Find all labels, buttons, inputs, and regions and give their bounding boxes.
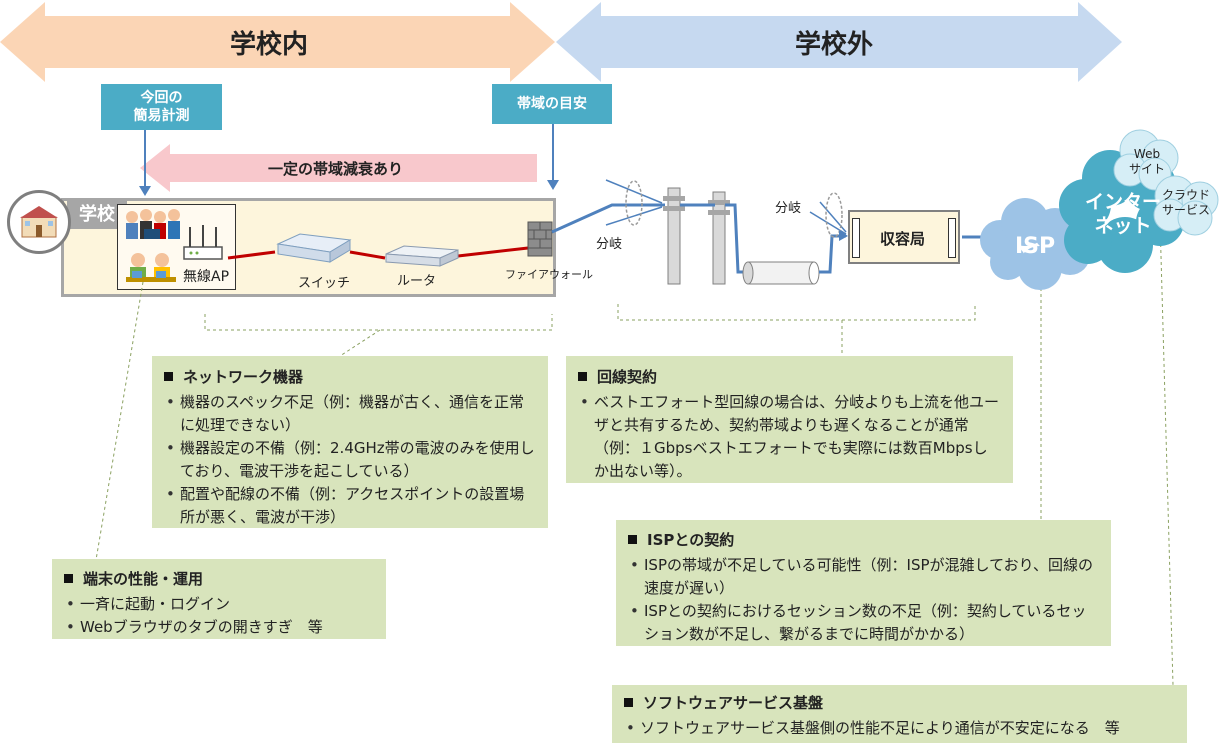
line-contract-box: 回線契約 ベストエフォート型回線の場合は、分岐よりも上流を他ユーザと共有するため… xyxy=(566,356,1013,483)
box-title: 回線契約 xyxy=(597,368,658,386)
box-title: ソフトウェアサービス基盤 xyxy=(643,694,824,712)
users-illustration xyxy=(117,204,236,290)
station-box: 収容局 xyxy=(848,210,960,264)
school-building-icon xyxy=(7,190,71,254)
bullet-square-icon xyxy=(64,574,73,583)
zone-arrows xyxy=(0,2,1122,82)
underground-cable-icon xyxy=(742,261,820,285)
list-item: ベストエフォート型回線の場合は、分岐よりも上流を他ユーザと共有するため、契約帯域… xyxy=(580,391,1001,483)
box-title: ISPとの契約 xyxy=(647,531,735,549)
bullet-square-icon xyxy=(628,535,637,544)
router-label: ルータ xyxy=(397,274,437,289)
firewall-icon xyxy=(527,221,553,257)
software-box: ソフトウェアサービス基盤 ソフトウェアサービス基盤側の性能不足により通信が不安定… xyxy=(612,685,1187,743)
bullet-square-icon xyxy=(578,372,587,381)
attenuation-arrow xyxy=(140,144,537,192)
people-icon xyxy=(126,209,180,282)
firewall-label: ファイアウォール xyxy=(505,268,593,281)
router-icon xyxy=(385,245,459,267)
attenuation-label: 一定の帯域減衰あり xyxy=(268,160,404,178)
list-item: 配置や配線の不備（例：アクセスポイントの設置場所が悪く、電波が干渉） xyxy=(166,483,536,529)
branch-label-right: 分岐 xyxy=(775,201,802,216)
outside-zone-arrow xyxy=(556,2,1122,82)
isp-contract-box: ISPとの契約 ISPの帯域が不足している可能性（例：ISPが混雑しており、回線… xyxy=(616,520,1111,646)
list-item: Webブラウザのタブの開きすぎ 等 xyxy=(66,616,374,639)
utility-pole-icon xyxy=(663,187,730,285)
list-item: 機器のスペック不足（例：機器が古く、通信を正常に処理できない） xyxy=(166,391,536,437)
switch-label: スイッチ xyxy=(298,276,351,291)
cloud-service-label: クラウド サービス xyxy=(1161,188,1210,217)
switch-icon xyxy=(276,233,352,263)
list-item: ISPの帯域が不足している可能性（例：ISPが混雑しており、回線の速度が遅い） xyxy=(630,554,1099,600)
wireless-ap-label: 無線AP xyxy=(183,269,230,285)
cloud-service-cloud-icon xyxy=(1153,175,1219,236)
box-title: ネットワーク機器 xyxy=(183,368,304,386)
web-site-label: Web サイト xyxy=(1128,147,1165,176)
list-item: 一斉に起動・ログイン xyxy=(66,593,374,616)
list-item: ソフトウェアサービス基盤側の性能不足により通信が不安定になる 等 xyxy=(626,717,1175,740)
terminal-box: 端末の性能・運用 一斉に起動・ログイン Webブラウザのタブの開きすぎ 等 xyxy=(52,559,386,639)
isp-label: ISP xyxy=(1015,234,1056,259)
wireless-ap-icon xyxy=(183,225,223,260)
internet-label: インター ネット xyxy=(1084,191,1161,237)
inside-zone-label: 学校内 xyxy=(230,30,309,60)
network-equipment-box: ネットワーク機器 機器のスペック不足（例：機器が古く、通信を正常に処理できない）… xyxy=(152,356,548,528)
list-item: 機器設定の不備（例：2.4GHz帯の電波のみを使用しており、電波干渉を起こしてい… xyxy=(166,437,536,483)
web-cloud-icon xyxy=(1113,129,1179,191)
inside-zone-arrow xyxy=(0,2,555,82)
measurement-tag: 今回の 簡易計測 xyxy=(101,84,222,130)
box-title: 端末の性能・運用 xyxy=(83,570,204,588)
bullet-square-icon xyxy=(164,372,173,381)
bandwidth-tag: 帯域の目安 xyxy=(492,84,612,124)
outside-zone-label: 学校外 xyxy=(795,30,874,60)
station-label: 収容局 xyxy=(880,230,926,248)
list-item: ISPとの契約におけるセッション数の不足（例：契約しているセッション数が不足し、… xyxy=(630,600,1099,646)
bullet-square-icon xyxy=(624,698,633,707)
branch-label-left: 分岐 xyxy=(596,237,623,252)
